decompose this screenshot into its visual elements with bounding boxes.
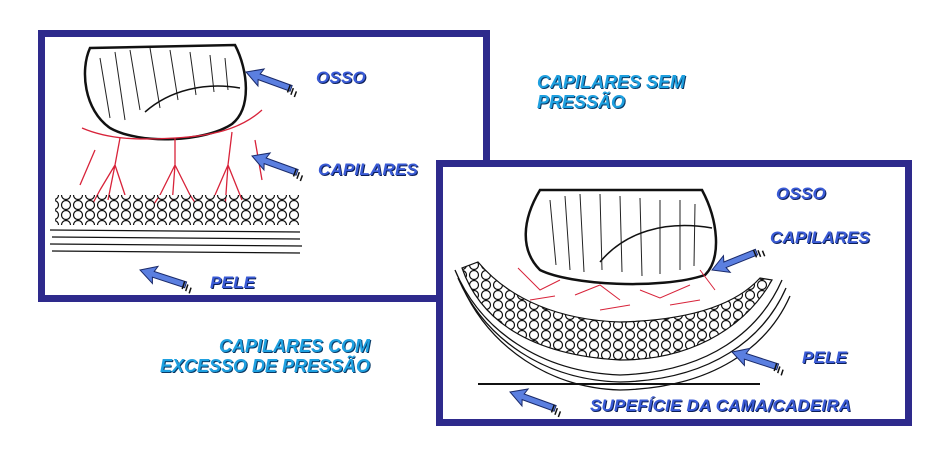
top-bone [83, 43, 248, 141]
bottom-tissue-layers [454, 261, 791, 391]
title-capillaries-no-pressure: CAPILARES SEM PRESSÃO [537, 72, 686, 112]
label-skin-top: PELE [210, 273, 256, 292]
label-capillaries-bottom: CAPILARES [770, 228, 871, 247]
bottom-capillaries [517, 267, 716, 311]
label-bone-top: OSSO [316, 68, 366, 87]
bottom-bone [524, 188, 718, 286]
label-bone-bottom: OSSO [776, 184, 826, 203]
top-tissue-layers [49, 195, 303, 254]
label-surface: SUPEFÍCIE DA CAMA/CADEIRA [590, 396, 852, 415]
label-skin-bottom: PELE [802, 348, 848, 367]
title-capillaries-excess-pressure: CAPILARES COM EXCESSO DE PRESSÃO [159, 336, 370, 376]
label-capillaries-top: CAPILARES [318, 160, 419, 179]
